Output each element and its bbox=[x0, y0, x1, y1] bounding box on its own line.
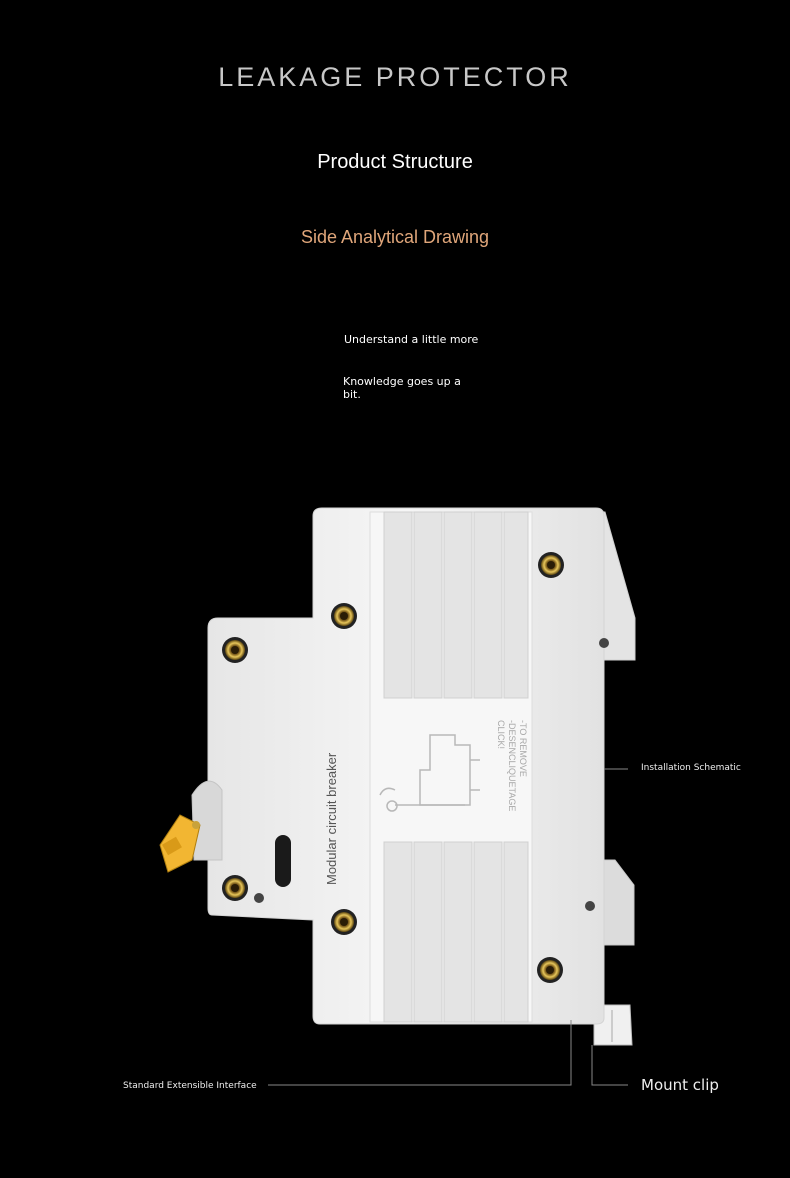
install-schematic-icon bbox=[379, 734, 480, 812]
brand-heading: LEAKAGE PROTECTOR bbox=[218, 62, 572, 92]
body-label: Modular circuit breaker bbox=[324, 752, 339, 885]
note-understand: Understand a little more bbox=[344, 333, 479, 346]
note-knowledge: Knowledge goes up a bit. bbox=[343, 375, 461, 401]
standard-callout-line bbox=[268, 1020, 572, 1086]
label-desencliquetage: -DESENCLIQUETAGE bbox=[507, 720, 517, 811]
indicator-slot bbox=[275, 835, 291, 887]
upper-ridges bbox=[383, 511, 529, 699]
rivet-dot bbox=[254, 893, 264, 903]
screw-top-middle bbox=[331, 603, 357, 629]
lower-ridges bbox=[383, 841, 529, 1023]
label-click: CLICK! bbox=[496, 720, 506, 749]
screw-top-left bbox=[222, 637, 248, 663]
label-to-remove: -TO REMOVE bbox=[518, 720, 528, 777]
callout-standard-interface: Standard Extensible Interface bbox=[123, 1081, 257, 1091]
callout-installation: Installation Schematic bbox=[641, 763, 741, 773]
screw-top-right bbox=[538, 552, 564, 578]
clip-callout-line bbox=[591, 1045, 628, 1086]
rivet-dot bbox=[585, 901, 595, 911]
rivet-dot bbox=[599, 638, 609, 648]
screw-bottom-middle bbox=[331, 909, 357, 935]
callout-mount-clip: Mount clip bbox=[641, 1076, 719, 1094]
page-subtitle: Side Analytical Drawing bbox=[300, 227, 490, 247]
toggle-lever bbox=[159, 780, 223, 873]
screw-bottom-right bbox=[537, 957, 563, 983]
screw-bottom-left bbox=[222, 875, 248, 901]
page-title: Product Structure bbox=[317, 151, 473, 173]
